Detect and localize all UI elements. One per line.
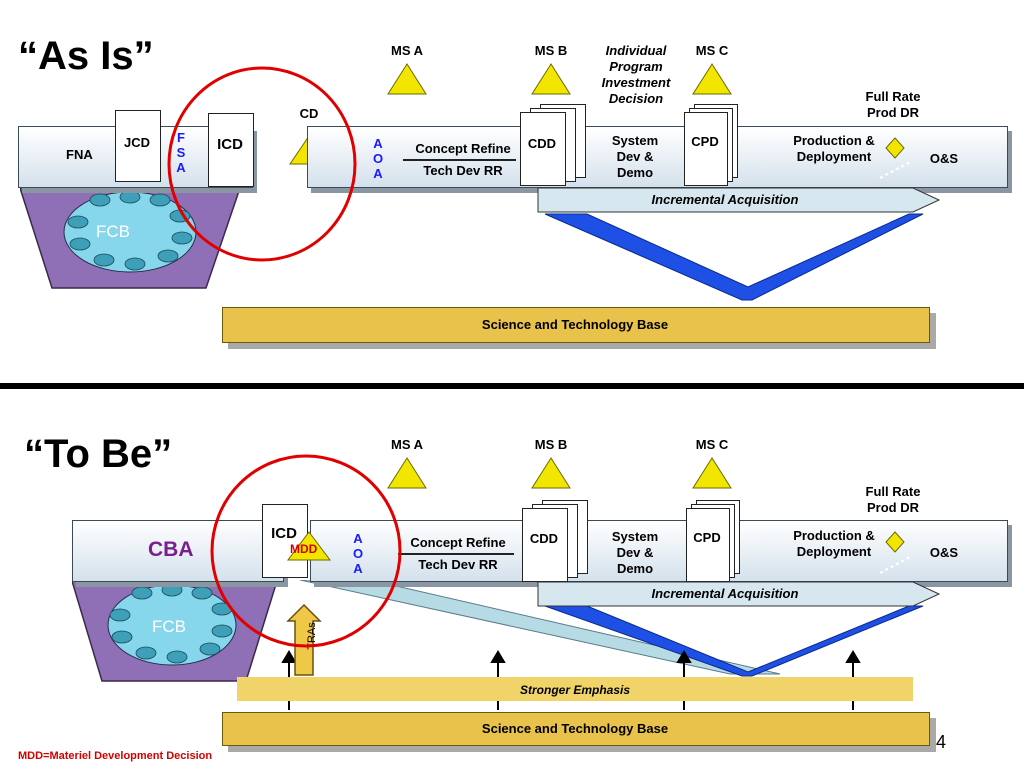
st-base-bar: [222, 307, 930, 343]
dotted-connector-bottom: [879, 556, 911, 574]
incremental-acquisition-arrow: [537, 187, 941, 301]
to-be-left-bar: [72, 520, 284, 582]
st-base-label: Science and Technology Base: [481, 317, 669, 332]
mdd-milestone-icon: [287, 531, 331, 561]
icd-label-bottom: ICD: [271, 525, 297, 542]
ms-c-label: MS C: [695, 43, 729, 58]
os-label: O&S: [929, 151, 959, 166]
tech-dev-label: Tech Dev RR: [423, 163, 503, 178]
concept-refine-label-bottom: Concept Refine: [410, 535, 506, 550]
ms-b-milestone-icon-bottom: [531, 457, 571, 489]
cpd-label-bottom: CPD: [693, 530, 721, 545]
cpd-label: CPD: [691, 134, 719, 149]
production-label: Production &Deployment: [793, 133, 875, 164]
highlight-circle-bottom: [210, 454, 402, 648]
full-rate-diamond-icon-bottom: [885, 531, 905, 553]
cpd-document-icon-bottom: [686, 508, 730, 582]
ms-a-milestone-icon: [387, 63, 427, 95]
concept-refine-label: Concept Refine: [415, 141, 511, 156]
production-label-bottom: Production &Deployment: [793, 528, 875, 559]
incremental-label: Incremental Acquisition: [651, 192, 799, 207]
full-rate-diamond-icon: [885, 137, 905, 159]
os-label-bottom: O&S: [929, 545, 959, 560]
ms-b-label-bottom: MS B: [534, 437, 568, 452]
to-be-title: “To Be”: [24, 432, 173, 476]
cdd-label-bottom: CDD: [529, 531, 559, 546]
st-base-bar-bottom: [222, 712, 930, 746]
cpd-document-icon: [684, 112, 728, 186]
mdd-label: MDD: [290, 542, 318, 556]
cdd-document-icon: [520, 112, 566, 186]
footnote: MDD=Materiel Development Decision: [18, 750, 213, 762]
page-number: 4: [936, 732, 947, 752]
icd-document-icon: [208, 113, 254, 187]
icd-label: ICD: [217, 136, 243, 153]
ms-a-milestone-icon-bottom: [387, 457, 427, 489]
stronger-emphasis-label: Stronger Emphasis: [519, 683, 631, 697]
concept-bands: [300, 580, 781, 675]
concept-divider: [403, 159, 516, 161]
cba-label: CBA: [148, 538, 194, 561]
fna-label: FNA: [66, 147, 93, 162]
ms-c-milestone-icon: [692, 63, 732, 95]
fcb-funnel: [20, 187, 240, 289]
dotted-connector: [879, 161, 911, 179]
fcb-label: FCB: [96, 222, 130, 241]
as-is-main-bar: [307, 126, 1008, 188]
ms-c-label-bottom: MS C: [695, 437, 729, 452]
incremental-acquisition-arrow-bottom: [537, 581, 941, 677]
incremental-label-bottom: Incremental Acquisition: [651, 586, 799, 601]
concept-divider-bottom: [398, 553, 514, 555]
ms-c-milestone-icon-bottom: [692, 457, 732, 489]
fcb-funnel-bottom: [72, 580, 277, 682]
jcd-document-icon: [115, 110, 161, 182]
as-is-title: “As Is”: [18, 34, 154, 78]
cd-label: CD: [299, 106, 319, 121]
tras-arrow-icon: [286, 603, 322, 676]
to-be-main-bar: [310, 520, 1008, 582]
section-divider: [0, 383, 1024, 389]
jcd-label: JCD: [123, 135, 150, 150]
fcb-label-bottom: FCB: [152, 617, 186, 636]
ms-a-label-bottom: MS A: [390, 437, 424, 452]
ms-a-label: MS A: [390, 43, 424, 58]
cdd-label: CDD: [527, 136, 557, 151]
ms-b-label: MS B: [534, 43, 568, 58]
stronger-emphasis-bar: [237, 677, 913, 701]
ms-b-milestone-icon: [531, 63, 571, 95]
tech-dev-label-bottom: Tech Dev RR: [418, 557, 498, 572]
highlight-circle: [167, 66, 357, 262]
st-base-label-bottom: Science and Technology Base: [481, 721, 669, 736]
